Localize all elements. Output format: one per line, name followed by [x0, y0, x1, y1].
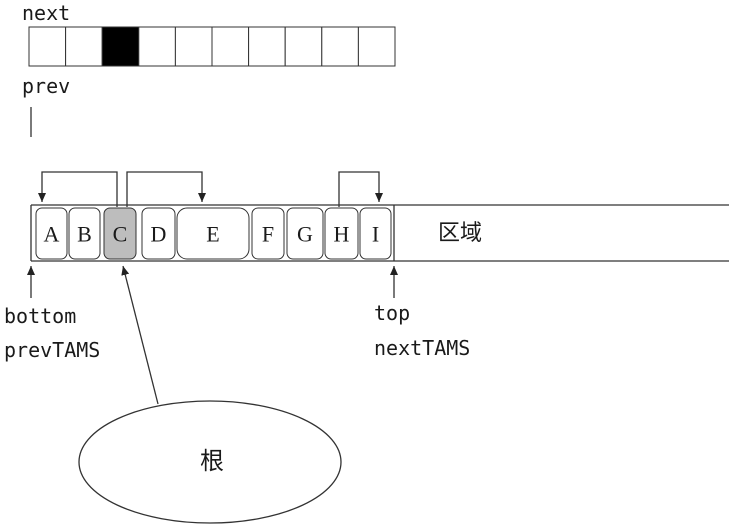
bottom-label: bottom	[4, 304, 76, 328]
object-i: I	[359, 207, 392, 260]
object-d: D	[141, 207, 176, 260]
object-box	[35, 207, 68, 260]
object-label: A	[44, 222, 60, 247]
reference-arrow-h-to-i	[338, 171, 383, 207]
prev-tams-label: prevTAMS	[4, 338, 100, 362]
next-tams-label: nextTAMS	[374, 336, 470, 360]
object-box	[141, 207, 176, 260]
region-label: 区域	[438, 221, 482, 246]
root-to-c-arrow	[121, 265, 159, 405]
root-ellipse	[78, 400, 342, 524]
object-label: F	[262, 222, 274, 247]
object-box	[359, 207, 392, 260]
bitmap-cell-marked	[101, 26, 140, 67]
object-f: F	[251, 207, 285, 260]
bitmap-cell	[357, 26, 396, 67]
bitmap-cell	[65, 26, 103, 67]
object-label: C	[113, 222, 128, 247]
object-label: G	[297, 222, 313, 247]
next-bitmap-label: next	[22, 1, 70, 25]
object-box	[251, 207, 285, 260]
object-c: C	[103, 207, 137, 260]
bitmap-cell	[138, 26, 176, 67]
object-label: B	[77, 222, 92, 247]
prev-bitmap-label: prev	[22, 74, 70, 98]
root-label: 根	[200, 447, 224, 475]
bitmap-cell	[284, 26, 323, 67]
bitmap-cell	[248, 26, 286, 67]
object-b: B	[68, 207, 101, 260]
object-box	[286, 207, 324, 260]
bitmap-cell	[174, 26, 213, 67]
top-label: top	[374, 301, 410, 325]
object-label: D	[151, 222, 167, 247]
object-box	[103, 207, 137, 260]
object-box	[68, 207, 101, 260]
reference-arrow-c-to-a	[38, 171, 118, 207]
object-h: H	[324, 207, 359, 260]
region-strip	[30, 204, 729, 262]
bitmap-cell	[28, 26, 67, 67]
object-label: E	[206, 222, 219, 247]
object-label: H	[334, 222, 350, 247]
object-box	[176, 207, 250, 260]
next-bitmap	[28, 26, 396, 67]
object-a: A	[35, 207, 68, 260]
object-g: G	[286, 207, 324, 260]
reference-arrow-c-to-e	[126, 171, 206, 207]
bitmap-cell	[211, 26, 250, 67]
object-label: I	[372, 222, 379, 247]
object-e: E	[176, 207, 250, 260]
object-box	[324, 207, 359, 260]
bitmap-cell	[321, 26, 359, 67]
